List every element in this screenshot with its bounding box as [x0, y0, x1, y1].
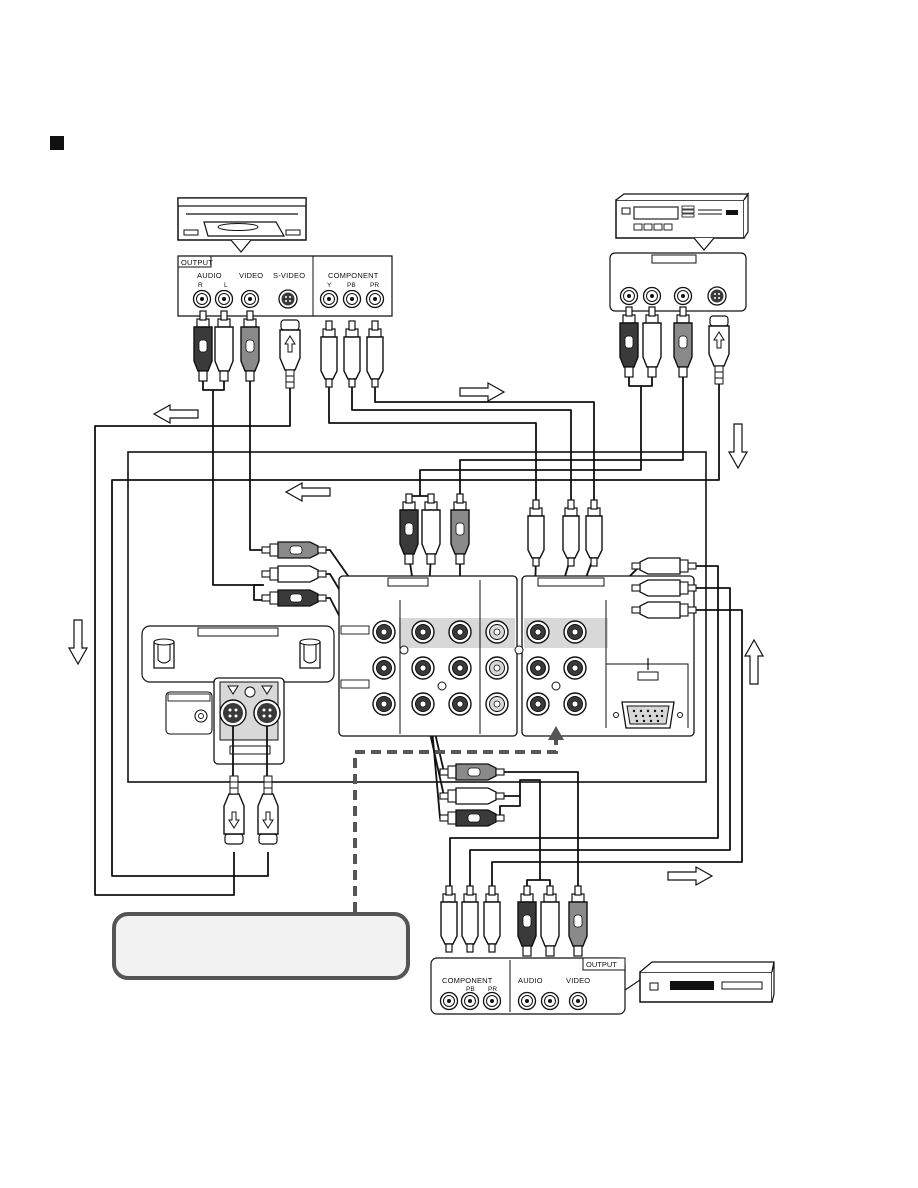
panel-audio-l-plug: [421, 493, 441, 565]
flow-arrow-down-1: [728, 423, 748, 469]
recorder-video-label: VIDEO: [566, 976, 590, 985]
recorder-pb-label: PB: [466, 986, 475, 993]
panel-video-plug: [450, 493, 470, 565]
vcr-video-plug: [673, 306, 693, 378]
recorder-pr-label: PR: [488, 986, 497, 993]
flow-arrow-up: [744, 639, 764, 685]
svideo-plug: [279, 319, 301, 389]
vcr-svideo-plug: [708, 315, 730, 385]
input-jack-panel: [338, 575, 518, 737]
audio-r-label: R: [198, 282, 203, 289]
flow-arrow-left-1: [153, 404, 199, 424]
aux-input-box: [165, 691, 213, 735]
component-y-plug: [320, 320, 338, 388]
flow-arrow-right-1: [459, 382, 505, 402]
rec-audio-l-plug: [540, 885, 560, 957]
vcr-audio-r-plug: [619, 306, 639, 378]
video-plug: [240, 310, 260, 382]
rec-comp-pr-plug: [483, 885, 501, 953]
antenna-panel: [141, 625, 335, 683]
vga-connector: [613, 701, 683, 729]
component-pr-label: PR: [370, 282, 379, 289]
flow-arrow-down-2: [68, 619, 88, 665]
audio-r-plug: [193, 310, 213, 382]
vcr-icon: [615, 192, 750, 251]
panel-comp-pb-plug: [562, 499, 580, 567]
video-label: VIDEO: [239, 271, 263, 280]
flow-arrow-right-2: [667, 866, 713, 886]
output-label: OUTPUT: [181, 258, 213, 267]
audio-l-plug: [214, 310, 234, 382]
panel-comp-pr-plug: [585, 499, 603, 567]
side-audio-l-plug: [261, 565, 327, 583]
rec-comp-y-plug: [440, 885, 458, 953]
front-svideo-plug-1: [223, 775, 245, 845]
recorder-device-icon: [639, 961, 775, 1003]
svideo-jack: [278, 289, 298, 309]
rec-video-plug: [568, 885, 588, 957]
recorder-component-label: COMPONENT: [442, 976, 493, 985]
callout-pointer: [353, 726, 564, 912]
tv-rear-panel: [127, 451, 707, 783]
recorder-input-panel: OUTPUT COMPONENT PB PR AUDIO VIDEO: [430, 957, 641, 1015]
out-video-plug: [439, 763, 505, 781]
svideo-input-box: [213, 677, 285, 792]
front-svideo-plug-2: [257, 775, 279, 845]
panel-audio-r-plug: [399, 493, 419, 565]
out-audio-r-plug: [439, 809, 505, 827]
side-video-plug: [261, 541, 327, 559]
dvd-player-icon: [177, 197, 307, 253]
out-audio-l-plug: [439, 787, 505, 805]
component-pb-plug: [343, 320, 361, 388]
component-y-label: Y: [327, 282, 332, 289]
component-jack-panel: [514, 575, 695, 737]
svideo-label: S-VIDEO: [273, 271, 305, 280]
audio-l-label: L: [224, 282, 228, 289]
monitor-y-plug: [631, 557, 697, 575]
vcr-audio-l-plug: [642, 306, 662, 378]
callout-box: [112, 912, 410, 980]
component-pr-plug: [366, 320, 384, 388]
vcr-output-panel: [609, 252, 747, 312]
component-label: COMPONENT: [328, 271, 379, 280]
panel-comp-y-plug: [527, 499, 545, 567]
source-output-panel: OUTPUT AUDIO R L VIDEO S-VIDEO COMPONENT…: [177, 255, 393, 317]
audio-label: AUDIO: [197, 271, 222, 280]
rec-audio-r-plug: [517, 885, 537, 957]
component-pb-label: PB: [347, 282, 356, 289]
side-audio-r-plug: [261, 589, 327, 607]
section-marker: [50, 136, 64, 150]
recorder-output-label: OUTPUT: [586, 960, 617, 969]
recorder-audio-label: AUDIO: [518, 976, 543, 985]
flow-arrow-left-2: [285, 482, 331, 502]
rec-comp-pb-plug: [461, 885, 479, 953]
